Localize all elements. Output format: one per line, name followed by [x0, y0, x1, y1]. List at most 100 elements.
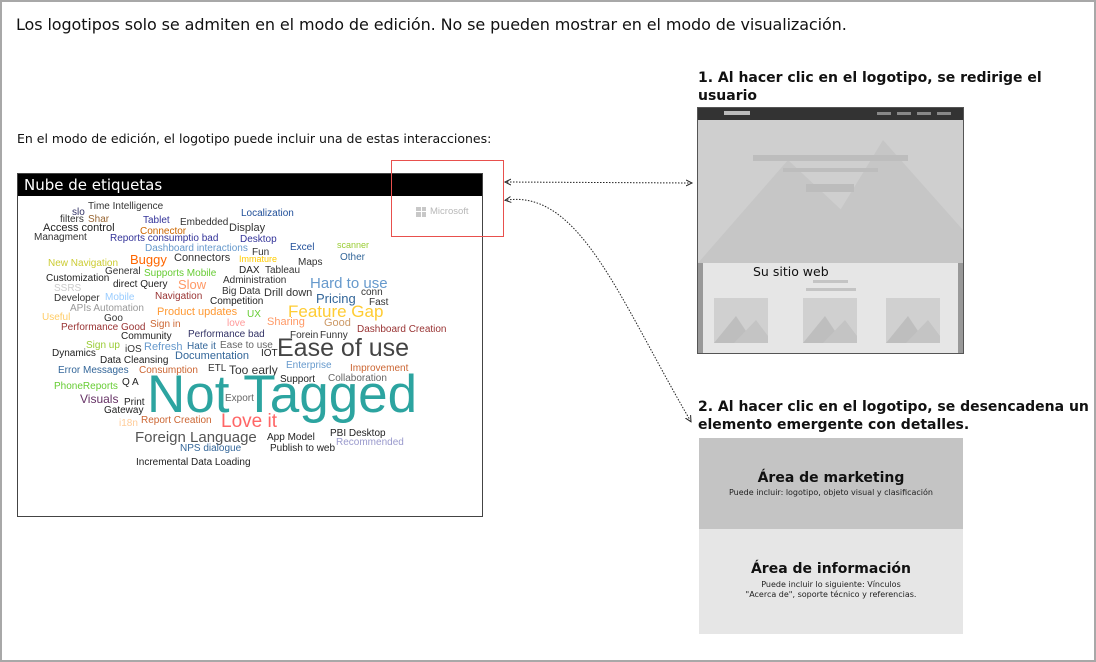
tag-cloud-word: Useful	[42, 312, 71, 323]
tag-cloud-word: Sign in	[150, 319, 181, 330]
tag-cloud-word: NPS dialogue	[180, 443, 242, 454]
tag-cloud-word: Forein	[290, 330, 319, 341]
tag-cloud-title: Nube de etiquetas	[18, 174, 482, 196]
tag-cloud-word: Navigation	[155, 291, 203, 302]
tag-cloud-word: Slow	[178, 277, 207, 292]
tag-cloud-word: Too early	[229, 363, 278, 377]
tag-cloud-word: Not Tagged	[147, 365, 418, 424]
tag-cloud-word: Product updates	[157, 306, 238, 318]
tag-cloud-word: Consumption	[139, 365, 198, 376]
tag-cloud-word: Excel	[290, 242, 315, 253]
tag-cloud-word: Enterprise	[286, 360, 332, 371]
tag-cloud-word: Export	[225, 393, 254, 404]
tag-cloud-word: Ease of use	[277, 334, 410, 362]
tag-cloud-word: Sharing	[267, 316, 305, 328]
arrow-to-popup	[507, 199, 690, 420]
tag-cloud-word: Desktop	[240, 234, 277, 245]
tag-cloud-word: Developer	[54, 293, 100, 304]
microsoft-logo-icon	[416, 206, 426, 217]
info-subtitle-line2: "Acerca de", soporte técnico y referenci…	[745, 590, 917, 599]
tag-cloud-word: direct Query	[113, 279, 168, 290]
tag-cloud-word: love	[227, 318, 246, 329]
website-thumbnail	[886, 298, 940, 343]
option2-heading: 2. Al hacer clic en el logotipo, se dese…	[698, 399, 1089, 433]
tag-cloud-word: slo	[72, 207, 85, 218]
tag-cloud-word: Sign up	[86, 340, 120, 351]
mountain-icon	[698, 140, 963, 263]
tag-cloud-word: conn	[361, 287, 383, 298]
tag-cloud-word: Support	[280, 374, 316, 385]
info-subtitle-line1: Puede incluir lo siguiente: Vínculos	[761, 580, 901, 589]
tag-cloud-word: DAX	[239, 265, 260, 276]
tag-cloud-word: Localization	[241, 208, 294, 219]
website-hero	[698, 120, 963, 263]
website-thumbnail	[803, 298, 857, 343]
tag-cloud-word: Goo	[104, 313, 123, 324]
website-thumbnail	[714, 298, 768, 343]
tag-cloud-word: Print	[124, 397, 145, 408]
tag-cloud-word: Embedded	[180, 217, 229, 228]
logo-text: Microsoft	[430, 206, 469, 217]
tag-cloud-word: Improvement	[350, 363, 409, 374]
tag-cloud-word: Documentation	[175, 350, 249, 362]
popup-info-area: Área de información Puede incluir lo sig…	[699, 529, 963, 634]
logo-placeholder[interactable]: Microsoft	[391, 160, 504, 237]
tag-cloud-word: Big Data	[222, 286, 261, 297]
tag-cloud-word: New Navigation	[48, 258, 119, 269]
tag-cloud-word: IOT	[261, 348, 278, 359]
tag-cloud-word: Immature	[239, 254, 278, 264]
website-mockup: Su sitio web	[697, 107, 964, 354]
tag-cloud-word: Incremental Data Loading	[136, 457, 251, 468]
tag-cloud-word: Feature Gap	[288, 302, 384, 321]
tag-cloud-word: Reports consumptio bad	[110, 233, 219, 244]
website-caption: Su sitio web	[753, 264, 829, 279]
tag-cloud-word: Tablet	[143, 215, 170, 226]
tag-cloud-word: Love it	[221, 411, 277, 432]
tag-cloud-word: Performance Good	[61, 322, 146, 333]
tag-cloud-word: Connectors	[174, 252, 231, 264]
tag-cloud-word: scanner	[337, 240, 370, 250]
tag-cloud-word: Pricing	[316, 291, 356, 306]
tag-cloud-word: Report Creation	[141, 415, 212, 426]
tag-cloud-word: Data Cleansing	[100, 355, 169, 366]
tag-cloud-word: Fun	[252, 247, 270, 258]
tag-cloud-word: Administration	[223, 275, 287, 286]
marketing-subtitle: Puede incluir: logotipo, objeto visual y…	[729, 488, 933, 497]
tag-cloud-word: Publish to web	[270, 443, 336, 454]
website-navbar	[698, 108, 963, 120]
headline: Los logotipos solo se admiten en el modo…	[16, 15, 847, 34]
tag-cloud-word: iOS	[125, 344, 142, 355]
tag-cloud-word: UX	[247, 309, 261, 320]
tag-cloud-word: Gateway	[104, 405, 144, 416]
tag-cloud-word: i18n	[119, 418, 138, 429]
tag-cloud-word: Connector	[140, 226, 187, 237]
tag-cloud-word: APIs Automation	[70, 303, 144, 314]
tag-cloud-word: Managment	[34, 232, 87, 243]
tag-cloud-word: Time Intelligence	[88, 201, 164, 212]
tag-cloud-word: Recommended	[336, 437, 404, 448]
tag-cloud-word: Hard to use	[310, 275, 388, 292]
tag-cloud-word: PhoneReports	[54, 381, 118, 392]
tag-cloud-word: Access control	[43, 222, 115, 234]
tag-cloud-word: filters	[60, 214, 84, 225]
marketing-title: Área de marketing	[757, 470, 905, 486]
tag-cloud-word: Buggy	[130, 252, 167, 267]
tag-cloud-word: Customization	[46, 273, 110, 284]
tag-cloud-word: Other	[340, 252, 366, 263]
tag-cloud-word: Maps	[298, 257, 323, 268]
tag-cloud-word: Foreign Language	[135, 429, 257, 446]
tag-cloud-word: Good	[324, 317, 351, 329]
tag-cloud-word: Supports Mobile	[144, 268, 217, 279]
tag-cloud-word: SSRS	[54, 283, 82, 294]
tag-cloud-word: PBI Desktop	[330, 428, 386, 439]
tag-cloud-word: Drill down	[264, 287, 313, 299]
microsoft-logo[interactable]: Microsoft	[416, 206, 469, 217]
tag-cloud-word: Fast	[369, 297, 389, 308]
tag-cloud-word: Mobile	[105, 292, 135, 303]
tag-cloud-word: Ease to use	[220, 340, 273, 351]
tag-cloud-word: Funny	[320, 330, 348, 341]
tag-cloud-word: Competition	[210, 296, 264, 307]
